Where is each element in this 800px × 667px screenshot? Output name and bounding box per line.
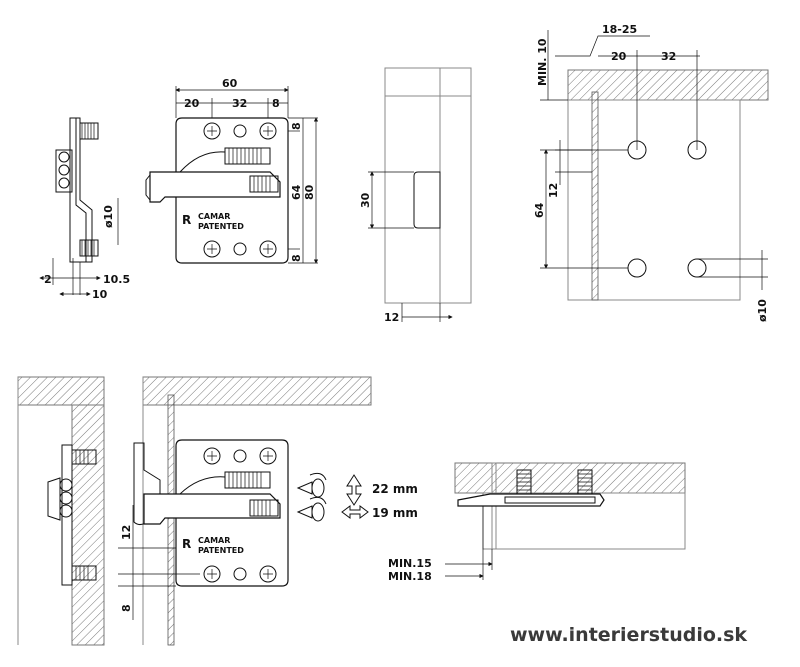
side-dim-10: 10 bbox=[92, 288, 108, 301]
front-dim-8-a: 8 bbox=[290, 122, 303, 130]
front-dim-32: 32 bbox=[232, 97, 247, 110]
door-dim-12: 12 bbox=[384, 311, 399, 324]
adj-vertical-label: 22 mm bbox=[372, 482, 418, 496]
cab-dim-min10: MIN. 10 bbox=[536, 38, 549, 86]
front-dim-8-b: 8 bbox=[290, 254, 303, 262]
assembly-side-view bbox=[17, 376, 105, 646]
cab-dim-12: 12 bbox=[547, 183, 560, 198]
cab-dim-32: 32 bbox=[661, 50, 676, 63]
cab-dim-o10: ø10 bbox=[756, 299, 769, 322]
cab-dim-20: 20 bbox=[611, 50, 627, 63]
cab-dim-18-25: 18-25 bbox=[602, 23, 637, 36]
front-dim-8-top: 8 bbox=[272, 97, 280, 110]
top-dim-min18: MIN.18 bbox=[388, 570, 432, 583]
side-dim-10-5: 10.5 bbox=[103, 273, 130, 286]
front-dim-60: 60 bbox=[222, 77, 238, 90]
front-brand: CAMAR bbox=[198, 212, 230, 221]
hinge-side-view: 2 10.5 10 ø10 bbox=[39, 117, 130, 301]
front-patented: PATENTED bbox=[198, 222, 244, 231]
door-dim-30: 30 bbox=[359, 192, 372, 208]
cab-dim-64: 64 bbox=[533, 202, 546, 218]
asm-brand: CAMAR bbox=[198, 536, 230, 545]
asm-r-mark: R bbox=[182, 537, 191, 551]
asm-patented: PATENTED bbox=[198, 546, 244, 555]
top-dim-min15: MIN.15 bbox=[388, 557, 432, 570]
website-url: www.interierstudio.sk bbox=[510, 624, 747, 646]
side-dim-o10: ø10 bbox=[102, 205, 115, 228]
door-section-view: 30 12 bbox=[359, 67, 472, 324]
front-r-mark: R bbox=[182, 213, 191, 227]
top-view: MIN.15 MIN.18 bbox=[388, 462, 686, 583]
front-dim-80: 80 bbox=[303, 184, 316, 200]
asm-dim-12: 12 bbox=[120, 525, 133, 540]
front-dim-64: 64 bbox=[290, 184, 303, 200]
front-dim-20: 20 bbox=[184, 97, 200, 110]
side-dim-2: 2 bbox=[44, 273, 52, 286]
hinge-front-view: 60 20 32 8 R CAMAR PATENTED 8 64 80 bbox=[145, 77, 319, 264]
asm-dim-8: 8 bbox=[120, 604, 133, 612]
adj-horizontal-label: 19 mm bbox=[372, 506, 418, 520]
assembly-main-view: R CAMAR PATENTED 12 8 22 mm 19 mm bbox=[118, 376, 418, 646]
cabinet-drilling-view: MIN. 10 18-25 20 32 64 12 ø10 bbox=[533, 23, 769, 322]
